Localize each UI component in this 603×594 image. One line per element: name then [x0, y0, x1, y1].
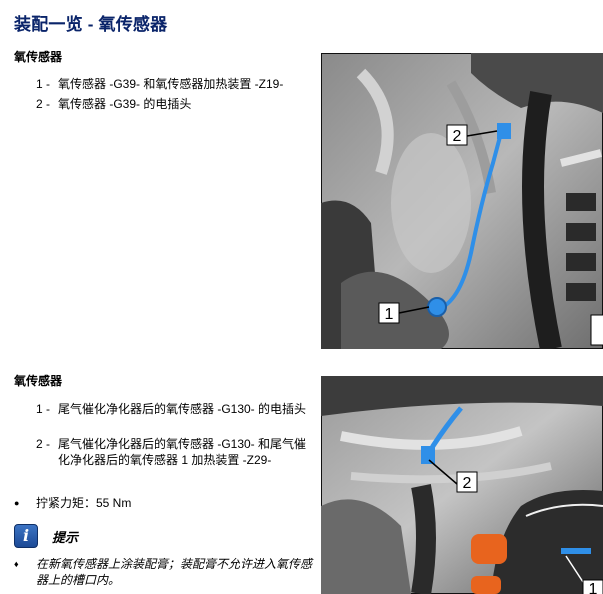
- section-title-2: 氧传感器: [14, 374, 63, 388]
- item-number: 1 -: [36, 402, 51, 416]
- diamond-bullet: ♦: [14, 559, 19, 569]
- callout-1: 1: [385, 306, 394, 323]
- engine-photo-2: 2 1: [321, 376, 603, 594]
- hint-text: 在新氧传感器上涂装配膏；装配膏不允许进入氧传感器上的槽口内。: [36, 557, 313, 587]
- callout-2: 2: [453, 128, 462, 145]
- hint-label: 提示: [52, 529, 79, 545]
- item-number: 2 -: [36, 437, 51, 451]
- hint-text-row: ♦ 在新氧传感器上涂装配膏；装配膏不允许进入氧传感器上的槽口内。: [14, 556, 314, 588]
- hint-header: i 提示: [14, 524, 78, 548]
- list-item: 1 - 尾气催化净化器后的氧传感器 -G130- 的电插头: [36, 401, 316, 417]
- callout-1: 1: [589, 581, 598, 594]
- engine-photo-1: 2 1: [321, 53, 603, 349]
- torque-spec: ● 拧紧力矩：55 Nm: [14, 495, 314, 511]
- item-text: 尾气催化净化器后的氧传感器 -G130- 的电插头: [58, 402, 307, 416]
- item-number: 1 -: [36, 77, 51, 91]
- item-text: 氧传感器 -G39- 和氧传感器加热装置 -Z19-: [58, 77, 284, 91]
- bullet-dot: ●: [14, 498, 20, 508]
- item-text: 尾气催化净化器后的氧传感器 -G130- 和尾气催化净化器后的氧传感器 1 加热…: [58, 437, 307, 467]
- item-text: 氧传感器 -G39- 的电插头: [58, 97, 192, 111]
- callout-2: 2: [463, 475, 472, 492]
- info-icon: i: [14, 524, 38, 548]
- page-title: 装配一览 - 氧传感器: [14, 15, 168, 34]
- list-item: 2 - 尾气催化净化器后的氧传感器 -G130- 和尾气催化净化器后的氧传感器 …: [36, 436, 316, 468]
- section-title-1: 氧传感器: [14, 50, 63, 64]
- list-item: 1 - 氧传感器 -G39- 和氧传感器加热装置 -Z19-: [36, 76, 316, 92]
- item-number: 2 -: [36, 97, 51, 111]
- torque-text: 拧紧力矩：55 Nm: [36, 496, 132, 510]
- list-item: 2 - 氧传感器 -G39- 的电插头: [36, 96, 316, 112]
